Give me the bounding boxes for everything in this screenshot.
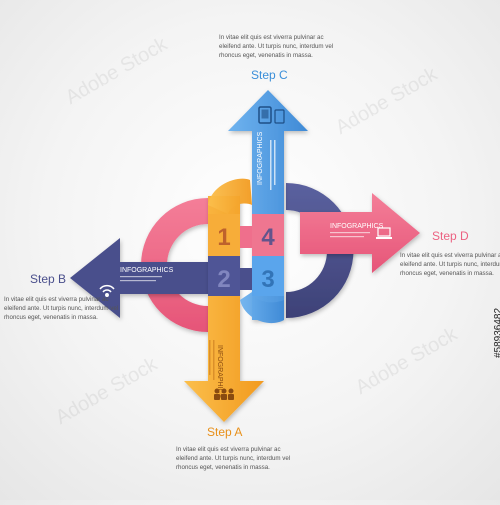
connector-bottom xyxy=(240,268,252,290)
step-c-desc-line: eleifend ante. Ut turpis nunc, interdum … xyxy=(219,43,334,50)
overlap-square-4 xyxy=(252,214,284,256)
step-c-description: In vitae elit quis est viverra pulvinar … xyxy=(219,33,333,60)
overlap-square-2 xyxy=(208,256,240,296)
tablet-icon xyxy=(258,106,285,124)
step-a-arrow xyxy=(184,196,264,422)
people-icon xyxy=(214,388,234,400)
band-lines-a xyxy=(209,340,215,380)
step-b-desc-line: eleifend ante. Ut turpis nunc, interdum … xyxy=(4,305,119,312)
band-lines-d xyxy=(330,232,370,238)
laptop-icon xyxy=(376,227,392,239)
step-c-arrow xyxy=(228,90,308,320)
band-text-a: INFOGRAPHICS xyxy=(216,345,223,399)
number-4: 4 xyxy=(261,224,275,251)
connector-top xyxy=(240,226,252,248)
step-d-desc-line: rhoncus eget, venenatis in massa. xyxy=(400,270,494,277)
step-b-description: In vitae elit quis est viverra pulvinar … xyxy=(4,295,118,322)
step-a-desc-line: rhoncus eget, venenatis in massa. xyxy=(176,464,270,471)
band-text-d: INFOGRAPHICS xyxy=(330,223,384,230)
overlap-square-1 xyxy=(208,214,240,256)
step-d-desc-line: In vitae elit quis est viverra pulvinar … xyxy=(400,252,500,259)
band-text-c: INFOGRAPHICS xyxy=(257,131,264,185)
pink-ring-left xyxy=(141,198,208,332)
step-a-desc-line: eleifend ante. Ut turpis nunc, interdum … xyxy=(176,455,291,462)
step-b-arrow xyxy=(70,238,208,318)
step-c-label: Step C xyxy=(251,68,288,82)
step-b-desc-line: rhoncus eget, venenatis in massa. xyxy=(4,314,98,321)
orange-ring-top xyxy=(208,178,252,214)
watermark-id: #58936482 xyxy=(493,307,500,358)
blue-ring-bottom xyxy=(240,292,284,324)
step-c-desc-line: In vitae elit quis est viverra pulvinar … xyxy=(219,34,324,41)
step-d-label: Step D xyxy=(432,229,469,243)
band-lines-c xyxy=(270,140,276,190)
step-d-desc-line: eleifend ante. Ut turpis nunc, interdum … xyxy=(400,261,500,268)
step-b-label: Step B xyxy=(30,272,67,286)
step-b-desc-line: In vitae elit quis est viverra pulvinar … xyxy=(4,296,109,303)
number-1: 1 xyxy=(217,224,230,251)
number-3: 3 xyxy=(261,266,274,293)
step-a-desc-line: In vitae elit quis est viverra pulvinar … xyxy=(176,446,281,453)
step-a-description: In vitae elit quis est viverra pulvinar … xyxy=(176,445,290,472)
band-lines-b xyxy=(120,276,162,282)
wifi-icon xyxy=(99,284,115,297)
number-2: 2 xyxy=(217,266,230,293)
band-text-b: INFOGRAPHICS xyxy=(120,267,174,274)
overlap-square-3 xyxy=(252,256,284,296)
step-c-desc-line: rhoncus eget, venenatis in massa. xyxy=(219,52,313,59)
step-d-description: In vitae elit quis est viverra pulvinar … xyxy=(400,251,500,278)
step-a-label: Step A xyxy=(207,425,243,439)
